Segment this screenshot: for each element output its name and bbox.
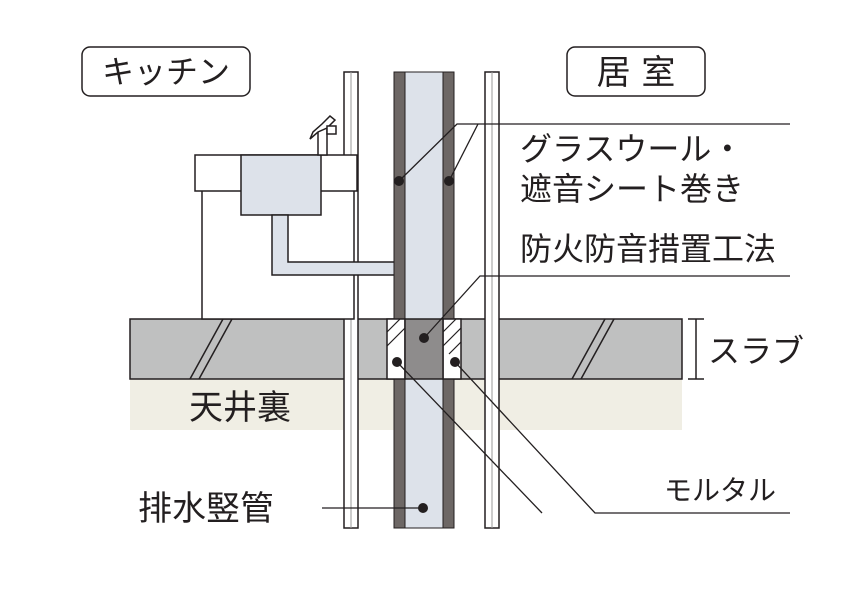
- mortar-fill-right: [442, 318, 462, 380]
- dot-insulation-right: [444, 176, 454, 186]
- fire-sound-block: [404, 318, 444, 380]
- drain-stack-pipe: [404, 71, 444, 529]
- slab-label: スラブ: [708, 332, 804, 370]
- slab-break-mark-right: [571, 318, 615, 380]
- leader-insulation-left: [398, 123, 790, 182]
- pipe-insulation-left: [393, 71, 406, 529]
- dot-fire-sound: [419, 333, 429, 343]
- mortar-label: モルタル: [664, 474, 776, 507]
- dot-insulation-left: [394, 176, 404, 186]
- mortar-fill-left: [386, 318, 406, 380]
- kitchen-label: キッチン: [102, 53, 230, 91]
- insulation-label-line1: グラスウール・: [520, 130, 743, 168]
- dot-mortar-right: [450, 357, 460, 367]
- leader-mortar-left: [396, 361, 543, 514]
- faucet-icon: [309, 114, 337, 156]
- slab-break-mark-left: [189, 318, 233, 380]
- ceiling-space-label: 天井裏: [189, 388, 291, 428]
- drain-pipe-label: 排水竪管: [138, 489, 274, 529]
- kitchen-label-box: [81, 46, 251, 97]
- mortar-hatch: [386, 318, 462, 355]
- slab-bracket: [688, 318, 704, 380]
- fire-sound-label: 防火防音措置工法: [520, 230, 776, 268]
- dot-drain-pipe: [418, 503, 428, 513]
- living-room-label-box: [566, 46, 706, 97]
- dot-mortar-left: [392, 357, 402, 367]
- leader-insulation-right: [448, 123, 479, 182]
- sink-basin: [240, 154, 322, 216]
- leader-fire-sound: [423, 275, 790, 339]
- pipe-insulation-right: [442, 71, 455, 529]
- living-room-label: 居 室: [597, 53, 676, 93]
- leader-mortar-right: [454, 361, 790, 514]
- insulation-label-line2: 遮音シート巻き: [520, 170, 744, 208]
